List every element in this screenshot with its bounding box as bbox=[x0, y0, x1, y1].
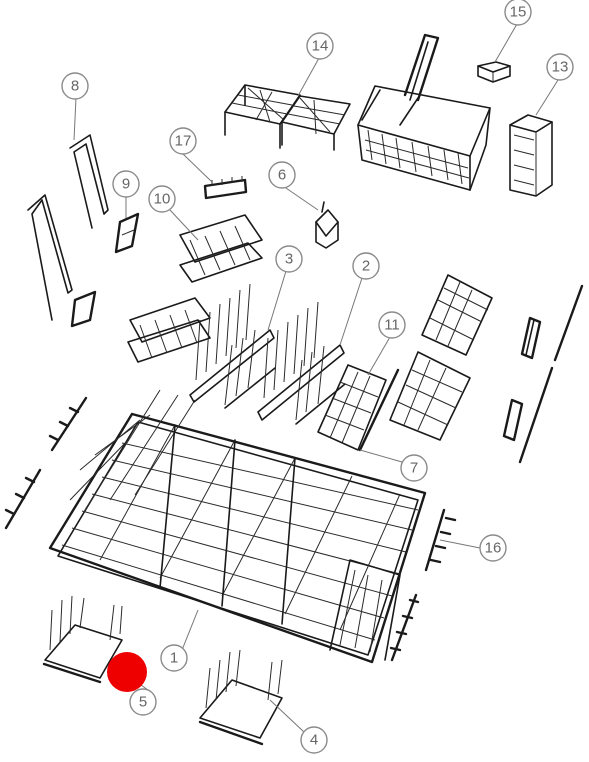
right-grid-panels bbox=[389, 274, 493, 441]
callout-7: 7 bbox=[400, 454, 428, 482]
svg-text:6: 6 bbox=[278, 167, 286, 184]
svg-text:11: 11 bbox=[384, 317, 400, 334]
callout-13: 13 bbox=[546, 53, 574, 81]
callout-10: 10 bbox=[148, 185, 176, 213]
part-1-upper-rack-basket bbox=[48, 389, 427, 664]
part-17-comb bbox=[203, 176, 248, 200]
part-11-grid-rack bbox=[317, 364, 400, 452]
svg-text:1: 1 bbox=[170, 650, 178, 667]
svg-text:10: 10 bbox=[154, 191, 171, 208]
svg-text:3: 3 bbox=[285, 251, 293, 268]
part-3-tine-rack bbox=[189, 283, 276, 409]
red-highlight-marker bbox=[107, 652, 147, 692]
svg-text:5: 5 bbox=[139, 694, 147, 711]
part-2-tine-rack bbox=[257, 301, 346, 425]
part-10-folding-tines bbox=[127, 214, 263, 363]
part-12-cutlery-basket bbox=[357, 33, 491, 191]
svg-text:8: 8 bbox=[71, 78, 79, 95]
left-rail-clips bbox=[4, 396, 88, 530]
callout-17: 17 bbox=[169, 127, 197, 155]
far-right-rails bbox=[502, 284, 584, 464]
part-16-side-rail-clips bbox=[389, 508, 457, 662]
callout-6: 6 bbox=[268, 161, 296, 189]
part-6-holder bbox=[315, 201, 339, 249]
svg-text:9: 9 bbox=[122, 176, 130, 193]
callout-8: 8 bbox=[61, 72, 89, 100]
svg-text:14: 14 bbox=[312, 38, 329, 55]
part-5-small-tine-rack bbox=[42, 595, 123, 684]
callout-1: 1 bbox=[160, 644, 188, 672]
part-14-cup-shelves bbox=[224, 84, 351, 151]
callout-11: 11 bbox=[378, 311, 406, 339]
part-13-upright-holder bbox=[509, 114, 553, 197]
part-8-wire-frames bbox=[27, 134, 109, 328]
callout-2: 2 bbox=[352, 252, 380, 280]
callouts: 8 9 10 17 6 14 15 13 3 2 11 7 16 1 4 5 bbox=[61, 0, 574, 754]
part-9-clip bbox=[114, 212, 140, 254]
callout-9: 9 bbox=[112, 170, 140, 198]
callout-4: 4 bbox=[300, 726, 328, 754]
svg-text:16: 16 bbox=[485, 540, 502, 557]
svg-text:17: 17 bbox=[175, 133, 192, 150]
callout-5: 5 bbox=[129, 688, 157, 716]
svg-text:7: 7 bbox=[410, 460, 418, 477]
callout-16: 16 bbox=[479, 534, 507, 562]
callout-3: 3 bbox=[275, 245, 303, 273]
svg-text:2: 2 bbox=[362, 258, 370, 275]
svg-text:13: 13 bbox=[552, 59, 569, 76]
svg-text:15: 15 bbox=[510, 4, 527, 21]
part-15-small-box bbox=[477, 61, 511, 83]
callout-14: 14 bbox=[306, 32, 334, 60]
callout-15: 15 bbox=[504, 0, 532, 26]
part-4-small-tine-rack bbox=[198, 649, 283, 746]
svg-text:4: 4 bbox=[310, 732, 318, 749]
